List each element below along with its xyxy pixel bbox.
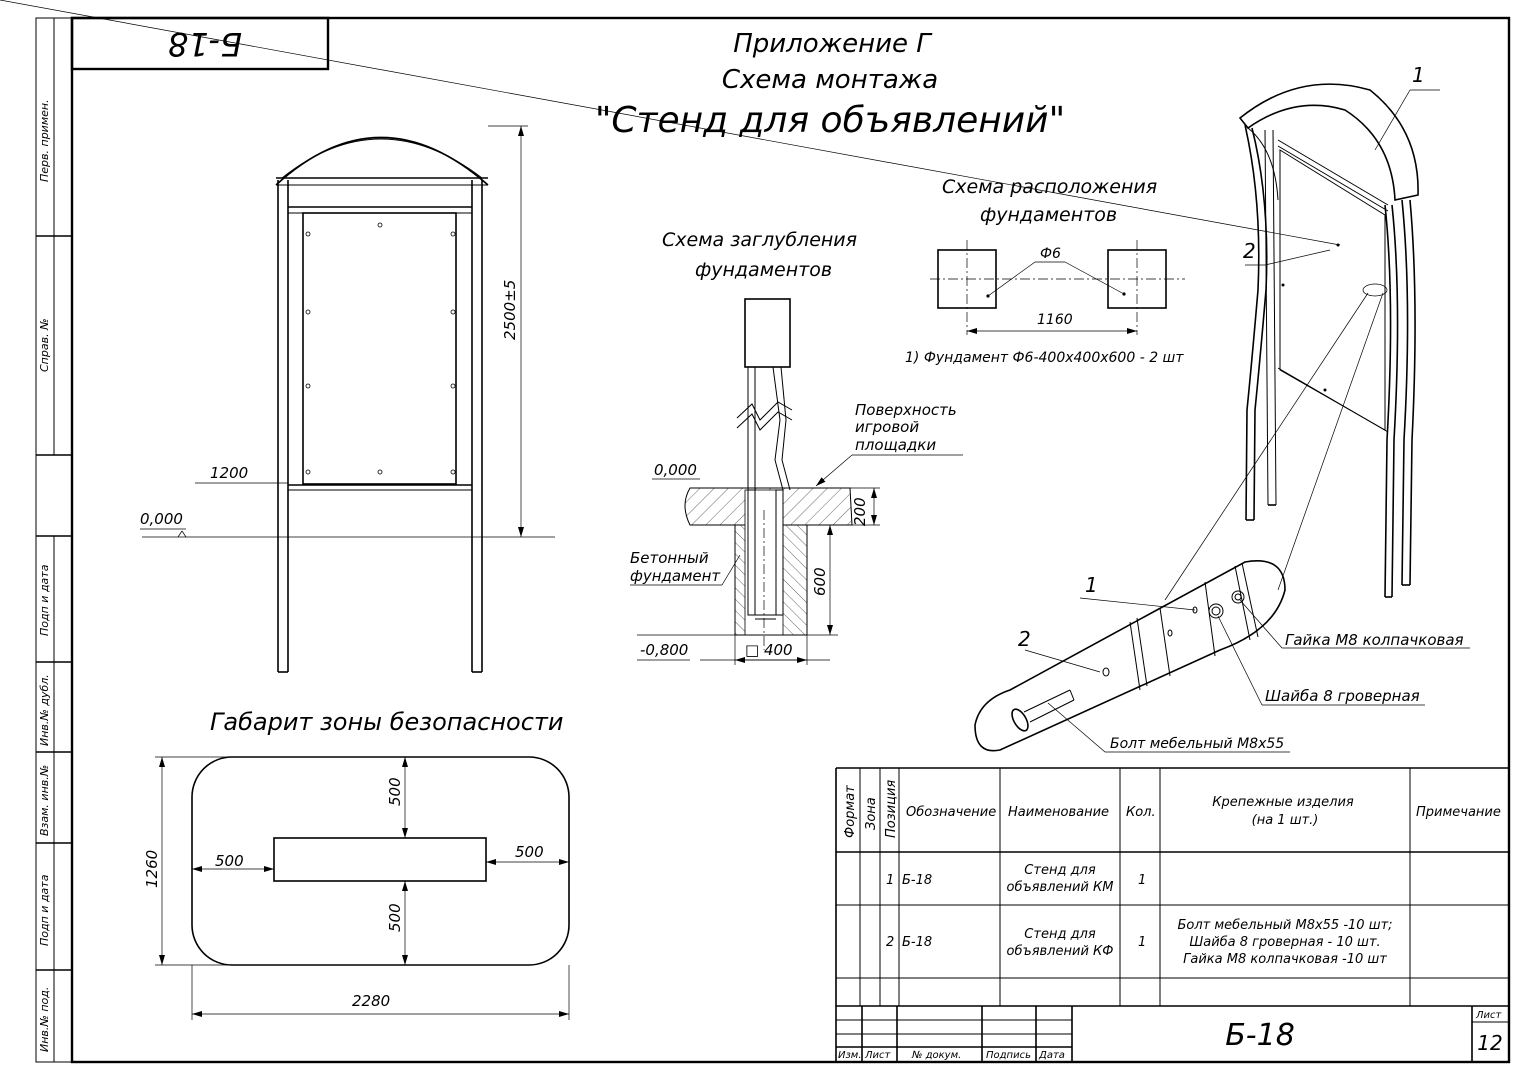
safety-zone-labels: Габарит зоны безопасности 500 500 500 50…	[143, 708, 564, 1010]
surface-label-1: Поверхность	[855, 401, 957, 419]
tb-date: Дата	[1038, 1050, 1065, 1061]
detail-pos1: 1	[1085, 573, 1098, 597]
hdr-format: Формат	[843, 785, 858, 838]
side-label-inv-dubl: Инв.№ дубл.	[38, 674, 51, 746]
tb-sheet-no: 12	[1477, 1031, 1502, 1055]
row2-fastener-1: Болт мебельный М8х55 -10 шт;	[1177, 918, 1392, 933]
side-label-sprav: Справ. №	[38, 318, 51, 372]
depth-title-2: фундаментов	[695, 259, 832, 281]
hdr-position: Позиция	[884, 780, 899, 838]
row1-qty: 1	[1138, 873, 1146, 888]
detail-pos2: 2	[1018, 627, 1031, 651]
safety-dim-height: 1260	[143, 850, 161, 888]
depth-scheme	[630, 298, 963, 665]
tb-sheet-label: Лист	[1475, 1010, 1503, 1021]
depth-dim-200: 200	[851, 497, 869, 526]
safety-dim-bottom: 500	[386, 903, 404, 932]
front-dim-width: 1200	[210, 464, 248, 482]
front-dim-height: 2500±5	[501, 280, 519, 340]
detail-washer: Шайба 8 гроверная	[1265, 687, 1420, 705]
front-level: 0,000	[140, 510, 183, 528]
row2-qty: 1	[1138, 935, 1146, 950]
depth-scheme-labels: Схема заглубления фундаментов Поверхност…	[630, 229, 957, 659]
hdr-fasteners-1: Крепежные изделия	[1212, 795, 1354, 810]
code-box-text: Б-18	[168, 25, 242, 63]
detail-view	[974, 560, 1470, 753]
iso-pos2: 2	[1243, 239, 1256, 263]
hdr-note: Примечание	[1416, 805, 1501, 820]
title-block-text: Изм. Лист № докум. Подпись Дата Б-18 Лис…	[838, 1010, 1503, 1061]
safety-dim-width: 2280	[352, 992, 390, 1010]
layout-scheme	[930, 240, 1185, 335]
depth-level-bottom: -0,800	[640, 641, 688, 659]
surface-label-3: площадки	[855, 436, 936, 454]
code-box	[70, 16, 330, 71]
side-label-inv-pod: Инв.№ под.	[38, 987, 51, 1052]
side-label-podp1: Подп и дата	[38, 564, 51, 636]
hdr-qty: Кол.	[1126, 805, 1156, 820]
hdr-fasteners-2: (на 1 шт.)	[1252, 813, 1319, 828]
row1-name-1: Стенд для	[1024, 863, 1096, 878]
side-labels: Перв. примен. Справ. № Подп и дата Инв.№…	[38, 99, 51, 1052]
layout-scheme-labels: Схема расположения фундаментов Ф6 1160 1…	[905, 176, 1184, 366]
row1-designation: Б-18	[902, 873, 932, 888]
safety-zone	[155, 756, 570, 1020]
tb-doc-no: № докум.	[911, 1050, 961, 1061]
row2-fastener-2: Шайба 8 гроверная - 10 шт.	[1189, 935, 1380, 950]
title-line3: "Стенд для объявлений"	[595, 100, 1065, 141]
spec-table	[835, 767, 1509, 1062]
iso-view	[0, 0, 1440, 601]
iso-pos1: 1	[1412, 63, 1425, 87]
surface-label-2: игровой	[855, 418, 919, 436]
hdr-designation: Обозначение	[906, 805, 996, 820]
spec-table-text: Формат Зона Позиция Обозначение Наименов…	[843, 780, 1501, 967]
layout-title-1: Схема расположения	[942, 176, 1157, 198]
layout-note: 1) Фундамент Ф6-400х400х600 - 2 шт	[905, 350, 1184, 366]
depth-dim-600: 600	[811, 567, 829, 596]
layout-f-label: Ф6	[1040, 246, 1061, 262]
tb-designation: Б-18	[1225, 1018, 1295, 1053]
safety-dim-top: 500	[386, 777, 404, 806]
safety-dim-left: 500	[215, 852, 244, 870]
detail-bolt: Болт мебельный М8х55	[1110, 736, 1284, 752]
side-label-podp2: Подп и дата	[38, 874, 51, 946]
depth-title-1: Схема заглубления	[662, 229, 857, 251]
layout-dim: 1160	[1037, 312, 1073, 328]
title-block	[836, 1006, 1509, 1062]
depth-level-top: 0,000	[654, 461, 697, 479]
row2-name-1: Стенд для	[1024, 927, 1096, 942]
row2-name-2: объявлений КФ	[1007, 944, 1114, 959]
concrete-label-2: фундамент	[630, 567, 721, 585]
hdr-zone: Зона	[864, 797, 879, 830]
row2-designation: Б-18	[902, 935, 932, 950]
detail-labels: 1 2 Гайка М8 колпачковая Шайба 8 гроверн…	[1018, 573, 1464, 752]
side-label-perv: Перв. примен.	[38, 99, 51, 182]
depth-dim-400: □ 400	[745, 641, 793, 659]
hdr-name: Наименование	[1008, 805, 1109, 820]
row2-fastener-3: Гайка М8 колпачковая -10 шт	[1183, 952, 1387, 967]
front-view	[140, 125, 555, 673]
row1-pos: 1	[886, 873, 894, 888]
row1-name-2: объявлений КМ	[1007, 880, 1114, 895]
title-line2: Схема монтажа	[722, 65, 938, 95]
tb-list: Лист	[864, 1050, 892, 1061]
sheet-frame	[35, 16, 1511, 1064]
layout-title-2: фундаментов	[980, 204, 1117, 226]
side-label-vzam: Взам. инв.№	[38, 765, 51, 836]
tb-sign: Подпись	[986, 1050, 1031, 1061]
detail-nut: Гайка М8 колпачковая	[1285, 631, 1464, 649]
concrete-label-1: Бетонный	[630, 549, 709, 567]
row2-pos: 2	[886, 935, 894, 950]
safety-title: Габарит зоны безопасности	[210, 708, 564, 736]
safety-dim-right: 500	[515, 843, 544, 861]
title-line1: Приложение Г	[733, 29, 933, 59]
tb-izm: Изм.	[838, 1050, 862, 1061]
sheet-title: Приложение Г Схема монтажа "Стенд для об…	[595, 29, 1065, 141]
